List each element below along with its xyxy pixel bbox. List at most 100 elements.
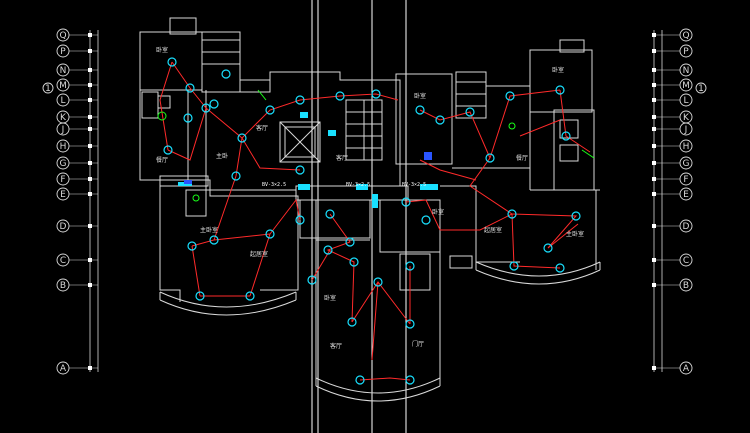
ceiling-light-fixture xyxy=(237,133,247,143)
right-axis-grid-label: K xyxy=(683,113,690,123)
blue-block-left xyxy=(184,180,192,184)
ceiling-light-fixture xyxy=(347,317,357,327)
left-axis-side-label: 1 xyxy=(45,84,51,94)
left-axis-grid-label: H xyxy=(60,142,67,152)
right-axis-side-label: 1 xyxy=(698,84,704,94)
left-axis-side-bubble xyxy=(42,82,54,94)
right-axis-grid-label: D xyxy=(683,222,690,232)
ceiling-light-fixture xyxy=(265,105,275,115)
meter-box-2 xyxy=(356,184,368,190)
left-axis-grid-label: A xyxy=(60,364,67,374)
left-axis-grid-label: G xyxy=(60,159,67,169)
ceiling-light-fixture xyxy=(231,171,241,181)
left-axis-grid-label: Q xyxy=(59,31,66,41)
right-axis-grid-label: E xyxy=(683,190,689,200)
left-axis-grid-label: M xyxy=(59,81,67,91)
panel-center xyxy=(372,194,378,208)
meter-box-3 xyxy=(420,184,438,190)
left-axis-grid-marker xyxy=(88,33,92,37)
right-axis-grid-marker xyxy=(652,98,656,102)
switch-block-1 xyxy=(300,112,308,118)
room-label-right-living: 起居室 xyxy=(484,226,502,234)
ceiling-light-fixture xyxy=(221,69,231,79)
left-axis-grid-marker xyxy=(88,161,92,165)
right-axis-grid-label: M xyxy=(682,81,690,91)
ceiling-light-fixture xyxy=(307,275,317,285)
ceiling-light-fixture xyxy=(401,197,411,207)
left-axis-grid-marker xyxy=(88,366,92,370)
ceiling-light-fixture xyxy=(345,237,355,247)
meter-box-1 xyxy=(298,184,310,190)
left-axis-grid-marker xyxy=(88,283,92,287)
ceiling-light-fixture xyxy=(195,291,205,301)
ceiling-light-fixture xyxy=(485,153,495,163)
ceiling-light-fixture xyxy=(201,103,211,113)
room-label-main-bed-left: 主卧室 xyxy=(200,226,218,234)
ceiling-light-fixture xyxy=(209,235,219,245)
ceiling-light-fixture xyxy=(349,257,359,267)
ceiling-light-fixture xyxy=(373,277,383,287)
accent-symbols xyxy=(157,89,595,202)
ceiling-light-fixture xyxy=(405,375,415,385)
room-label-south-hall: 门厅 xyxy=(412,340,424,348)
right-axis-grid-label: L xyxy=(683,96,688,106)
ceiling-light-fixture xyxy=(555,85,565,95)
right-axis-grid-marker xyxy=(652,68,656,72)
left-axis-grid-label: E xyxy=(60,190,66,200)
left-axis-grid-marker xyxy=(88,68,92,72)
ceiling-light-fixture xyxy=(465,107,475,117)
left-axis-grid-label: P xyxy=(60,47,66,57)
room-labels: 卧室 餐厅 主卧 客厅 主卧室 起居室 客厅 卧室 卧室 餐厅 起居室 主卧室 … xyxy=(156,46,584,350)
left-axis-grid-label: K xyxy=(60,113,67,123)
ceiling-light-fixture xyxy=(183,113,193,123)
room-label-study: 卧室 xyxy=(414,92,426,100)
green-switch-right xyxy=(581,149,595,159)
room-label-right-main-bed: 主卧室 xyxy=(566,230,584,238)
left-axis-grid-marker xyxy=(88,144,92,148)
ceiling-light-fixture xyxy=(571,211,581,221)
switch-block-2 xyxy=(328,130,336,136)
room-label-south-bed: 卧室 xyxy=(324,294,336,302)
right-axis-grid-label: P xyxy=(683,47,689,57)
ceiling-light-fixture xyxy=(509,261,519,271)
cable-tag-3: BV-3×2.5 xyxy=(402,182,426,188)
blue-block xyxy=(424,152,432,160)
right-axis-side-bubble xyxy=(695,82,707,94)
right-axis-grid-marker xyxy=(652,283,656,287)
ceiling-light-fixture xyxy=(325,209,335,219)
room-label-right-dining: 餐厅 xyxy=(516,154,528,162)
right-axis-grid-marker xyxy=(652,144,656,148)
ceiling-light-fixture xyxy=(561,131,571,141)
left-axis-grid-label: J xyxy=(61,125,65,135)
ceiling-light-fixture xyxy=(355,375,365,385)
left-axis-grid-marker xyxy=(88,258,92,262)
ceiling-light-fixture xyxy=(505,91,515,101)
left-axis-grid-label: C xyxy=(60,256,66,266)
left-axis-grid-label: B xyxy=(60,281,66,291)
left-axis-grid-marker xyxy=(88,224,92,228)
ceiling-light-fixture xyxy=(323,245,333,255)
left-axis-grid-label: D xyxy=(60,222,67,232)
right-axis-grid-label: B xyxy=(683,281,689,291)
ceiling-light-fixture xyxy=(295,95,305,105)
right-axis-grid-label: N xyxy=(683,66,690,76)
ceiling-light-fixture xyxy=(405,319,415,329)
ceiling-light-fixture xyxy=(295,165,305,175)
right-axis-grid-marker xyxy=(652,127,656,131)
green-outlet-right xyxy=(508,122,516,130)
green-outlet-left xyxy=(157,111,167,121)
right-axis-grid-marker xyxy=(652,366,656,370)
left-axis-grid-label: F xyxy=(60,175,65,185)
light-fixtures xyxy=(163,57,581,385)
room-label-left-dining: 餐厅 xyxy=(156,156,168,164)
ceiling-light-fixture xyxy=(335,91,345,101)
right-axis-grid-marker xyxy=(652,258,656,262)
ceiling-light-fixture xyxy=(543,243,553,253)
room-label-center: 卧室 xyxy=(432,208,444,216)
room-label-living-left: 起居室 xyxy=(250,250,268,258)
right-axis-grid-marker xyxy=(652,224,656,228)
room-label-middle-left: 主卧 xyxy=(216,152,228,160)
